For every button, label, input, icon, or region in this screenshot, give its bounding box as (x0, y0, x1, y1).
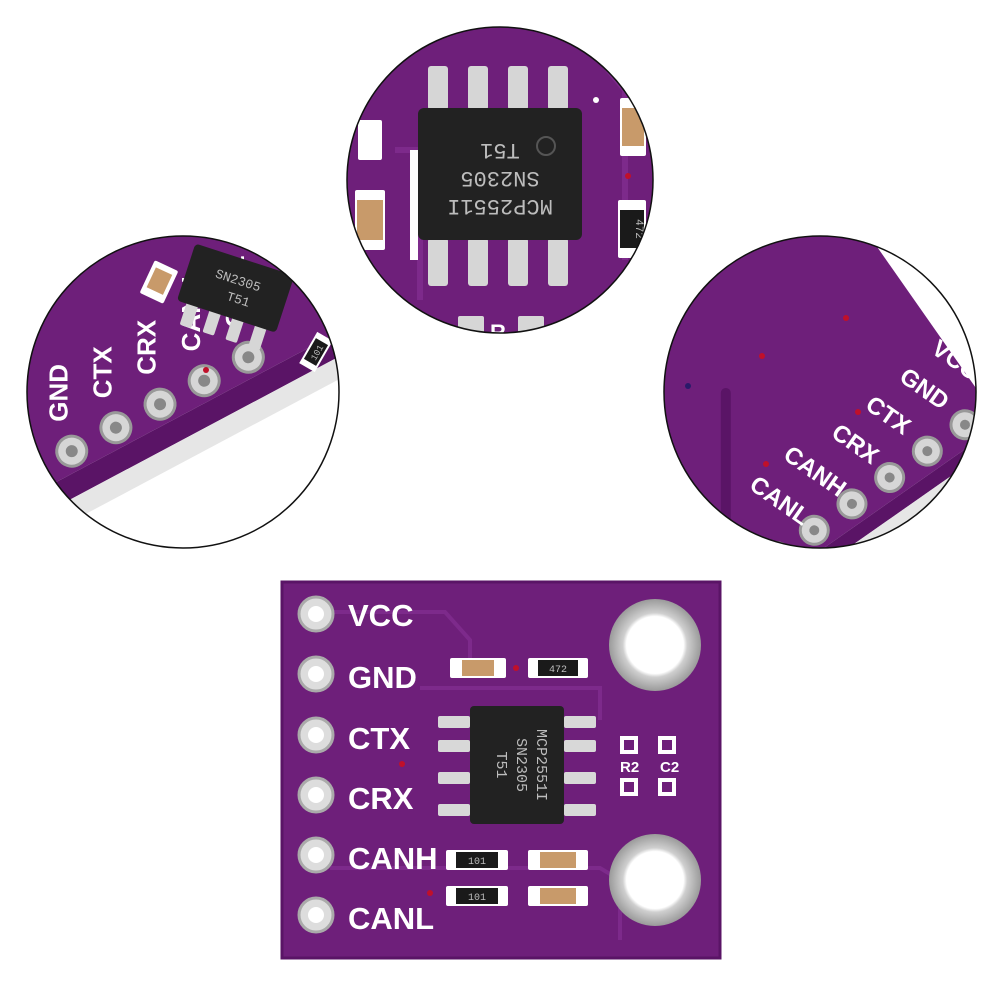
pin-label-canh: CANH (348, 841, 438, 876)
svg-text:T51: T51 (480, 137, 520, 162)
svg-text:T51: T51 (225, 289, 252, 311)
left-pin-label-ctx: CTX (88, 346, 118, 399)
svg-text:T51: T51 (492, 751, 509, 778)
detail-chip-closeup: MCP2551I SN2305 T51 472 R (346, 26, 654, 345)
left-pin-label-vcc: VCC (0, 390, 29, 445)
detail-pins-left: VCC GND CTX CRX CANH CANL SN2305 T51 (0, 235, 340, 549)
detail-top-resistor: 472 (618, 200, 646, 258)
mcp2551-chip: MCP2551I SN2305 T51 (438, 706, 596, 824)
capacitor-top (450, 658, 506, 678)
header-pins (297, 595, 335, 934)
left-pin-label-gnd: GND (43, 364, 73, 422)
pin-label-ctx: CTX (348, 721, 410, 756)
label-c2: C2 (660, 759, 679, 776)
resistor-top: 472 (528, 658, 588, 678)
resistor-bottom-1: 101 (446, 850, 508, 870)
svg-text:472: 472 (632, 219, 644, 239)
pin-label-vcc: VCC (348, 598, 413, 633)
svg-text:SN2305: SN2305 (460, 165, 539, 190)
pin-label-crx: CRX (348, 781, 414, 816)
pin-label-canl: CANL (348, 901, 434, 936)
capacitor-bottom-1 (528, 850, 588, 870)
main-board: VCC GND CTX CRX CANH CANL 472 (280, 580, 722, 960)
mounting-hole-bottom (609, 834, 701, 926)
resistor-bottom-2: 101 (446, 886, 508, 906)
svg-text:101: 101 (468, 893, 486, 904)
detail-top-edge-mark: R (490, 320, 506, 345)
pin-label-gnd: GND (348, 660, 417, 695)
svg-text:472: 472 (549, 665, 567, 676)
svg-text:MCP2551I: MCP2551I (532, 729, 549, 801)
left-pin-label-crx: CRX (132, 319, 162, 375)
svg-text:MCP2551I: MCP2551I (447, 193, 553, 218)
svg-text:SN2305: SN2305 (512, 738, 529, 792)
detail-pins-right: VCC GND CTX CRX CANH CANL (663, 235, 977, 549)
svg-text:101: 101 (468, 857, 486, 868)
mounting-hole-top (609, 599, 701, 691)
capacitor-bottom-2 (528, 886, 588, 906)
label-r2: R2 (620, 759, 639, 776)
